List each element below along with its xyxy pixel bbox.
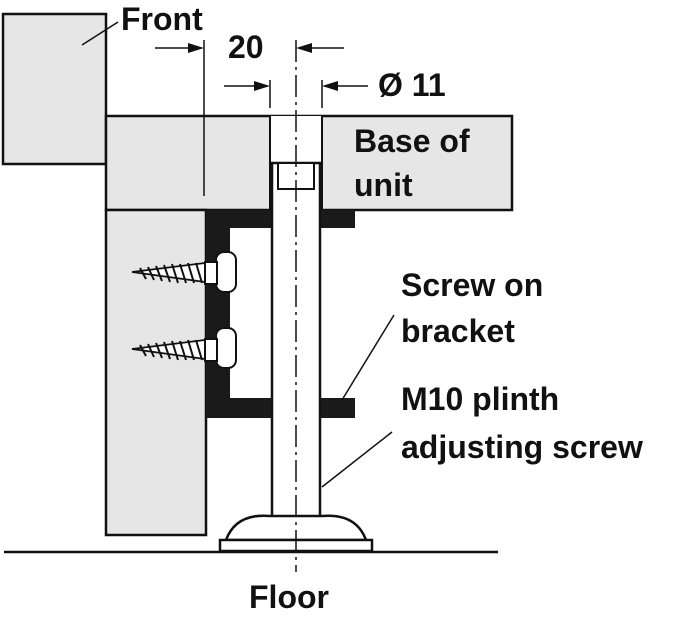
wood-screw-bottom — [131, 338, 218, 362]
dimension-diameter — [224, 80, 368, 108]
adjusting-screw-foot — [224, 514, 368, 542]
label-screw-on-bracket-line1: Screw on — [401, 267, 543, 303]
label-base-of-unit-line2: unit — [354, 167, 413, 203]
label-m10-line1: M10 plinth — [401, 381, 559, 417]
front-leader — [81, 21, 119, 46]
label-base-of-unit-line1: Base of — [354, 123, 470, 159]
label-front: Front — [121, 1, 203, 37]
label-m10-line2: adjusting screw — [401, 429, 643, 465]
label-screw-on-bracket-line2: bracket — [401, 313, 515, 349]
label-floor: Floor — [249, 579, 329, 615]
plinth-panel — [104, 208, 208, 537]
bracket — [206, 210, 355, 418]
adjusting-screw-leader — [321, 431, 393, 488]
label-dimension-20: 20 — [228, 29, 264, 65]
label-dimension-diameter: Ø 11 — [378, 67, 446, 103]
bracket-slot-top — [215, 251, 237, 293]
wood-screw-top — [131, 261, 218, 285]
bracket-slot-bottom — [215, 327, 237, 369]
dimension-20 — [155, 40, 344, 196]
front-panel — [1, 12, 108, 166]
bracket-leader — [341, 314, 395, 401]
